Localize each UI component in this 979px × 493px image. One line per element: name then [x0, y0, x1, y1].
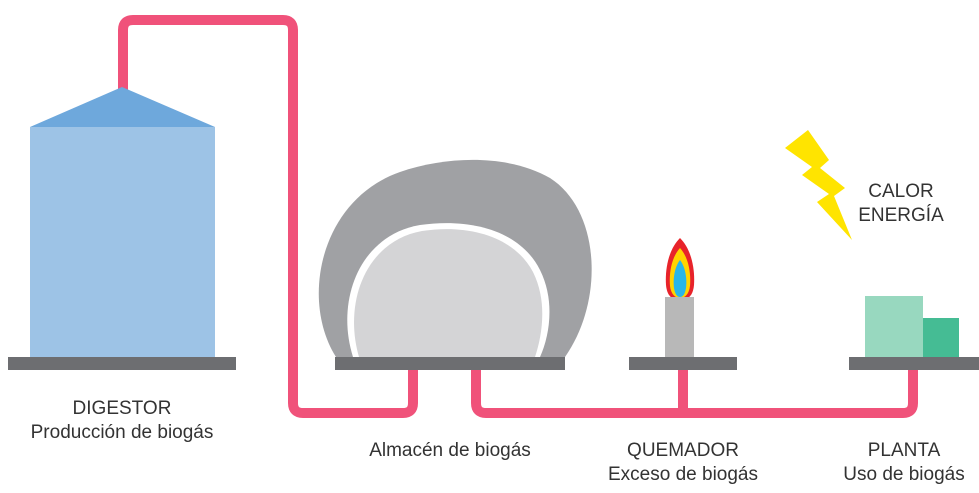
lightning-bolt-icon — [785, 130, 852, 240]
digester-label-title: DIGESTOR — [72, 398, 172, 419]
burner — [629, 238, 737, 370]
burner-label: QUEMADOR Exceso de biogás — [583, 439, 783, 487]
plant-unit — [849, 296, 979, 370]
plant-label-title: PLANTA — [867, 440, 941, 461]
digester-roof — [30, 87, 215, 127]
burner-label-subtitle: Exceso de biogás — [608, 464, 758, 485]
energy-label: CALOR ENERGÍA — [846, 180, 956, 228]
plant-block-main — [865, 296, 923, 357]
digester-body — [30, 127, 215, 357]
burner-stem — [665, 297, 694, 357]
plant-label-subtitle: Uso de biogás — [843, 464, 965, 485]
digester-base — [8, 357, 236, 370]
storage-label-title: Almacén de biogás — [369, 440, 531, 461]
storage-dome — [318, 159, 592, 370]
pipe-storage-to-plant — [471, 360, 918, 418]
burner-label-title: QUEMADOR — [627, 440, 739, 461]
storage-base — [335, 357, 565, 370]
digester-label: DIGESTOR Producción de biogás — [8, 397, 236, 445]
pipe-digester-to-storage — [118, 15, 418, 418]
digester-label-subtitle: Producción de biogás — [30, 422, 214, 443]
plant-block-small — [923, 318, 959, 357]
flame-inner-icon — [673, 260, 687, 297]
burner-base — [629, 357, 737, 370]
energy-label-energy: ENERGÍA — [858, 205, 944, 226]
plant-base — [849, 357, 979, 370]
storage-dome-inner — [354, 229, 543, 357]
storage-label: Almacén de biogás — [335, 439, 565, 463]
digester-silo — [8, 87, 236, 370]
plant-label: PLANTA Uso de biogás — [829, 439, 979, 487]
energy-label-heat: CALOR — [868, 181, 934, 202]
